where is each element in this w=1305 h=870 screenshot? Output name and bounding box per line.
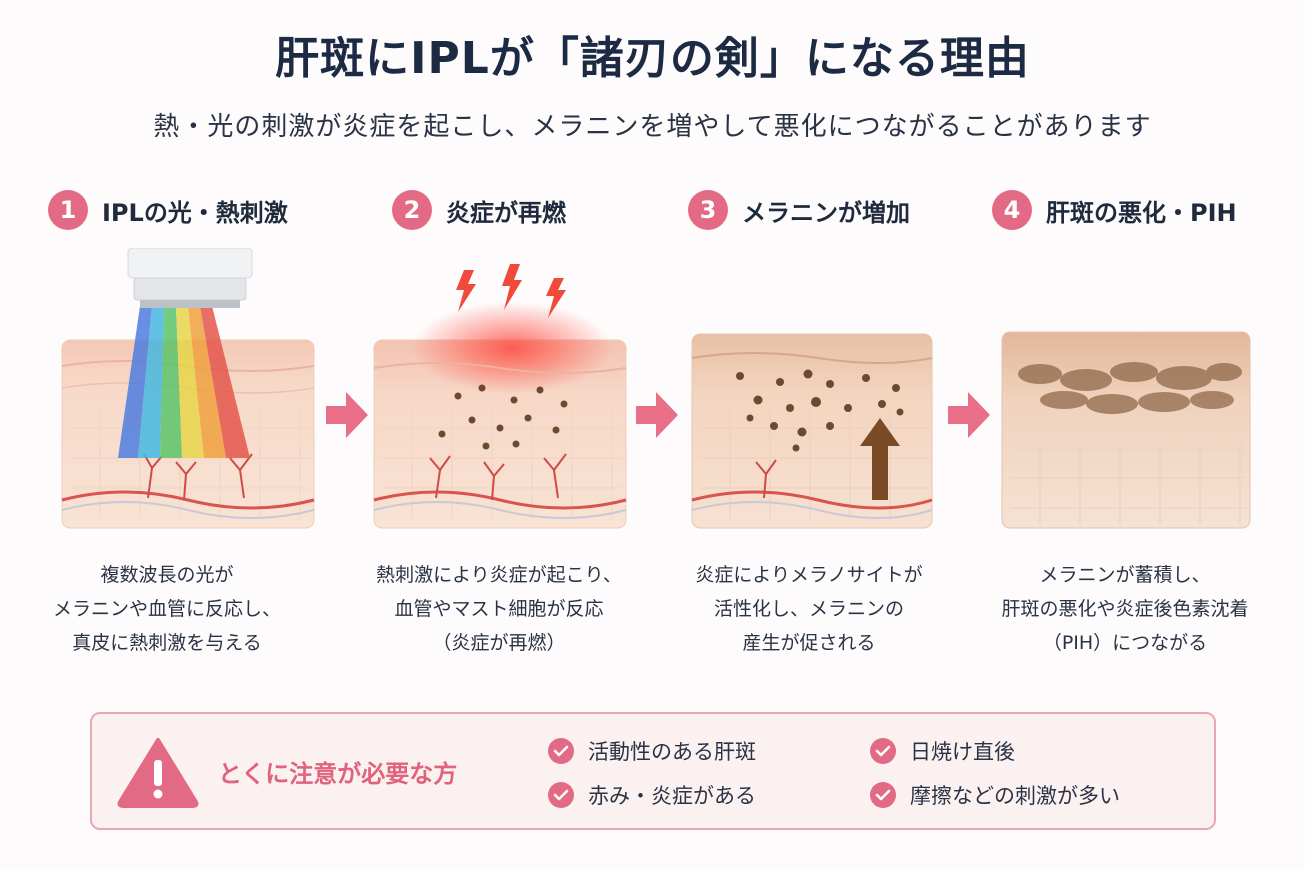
step-1-number: 1 xyxy=(48,190,88,230)
caution-label: とくに注意が必要な方 xyxy=(218,760,458,788)
skin-panel-ipl xyxy=(60,248,316,538)
check-icon xyxy=(548,782,574,808)
ipl-device-icon xyxy=(127,248,253,308)
step-1-description: 複数波長の光が メラニンや血管に反応し、 真皮に熱刺激を与える xyxy=(52,564,281,654)
page-title: 肝斑にIPLが「諸刃の剣」になる理由 xyxy=(275,33,1030,84)
check-icon xyxy=(870,782,896,808)
warning-icon xyxy=(116,736,200,812)
caution-box: とくに注意が必要な方 活動性のある肝斑 日焼け直後 赤み・炎症がある 摩擦などの… xyxy=(90,712,1216,830)
step-1-heading: 1 IPLの光・熱刺激 xyxy=(48,188,288,232)
skin-panel-melanin xyxy=(690,248,946,538)
step-4-heading: 4 肝斑の悪化・PIH xyxy=(992,188,1237,232)
ipl-light-beam xyxy=(118,306,250,458)
step-3-heading: 3 メラニンが増加 xyxy=(688,188,910,232)
step-4-description: メラニンが蓄積し、 肝斑の悪化や炎症後色素沈着 （PIH）につながる xyxy=(1001,564,1249,654)
caution-item: 日焼け直後 xyxy=(870,736,1015,766)
step-2-number: 2 xyxy=(392,190,432,230)
caution-item: 赤み・炎症がある xyxy=(548,780,756,810)
step-3-number: 3 xyxy=(688,190,728,230)
step-2-heading: 2 炎症が再燃 xyxy=(392,188,566,232)
step-4-number: 4 xyxy=(992,190,1032,230)
arrow-right-icon xyxy=(326,392,368,438)
check-icon xyxy=(870,738,896,764)
arrow-up-icon xyxy=(860,418,900,500)
check-icon xyxy=(548,738,574,764)
arrow-right-icon xyxy=(948,392,990,438)
step-3-label: メラニンが増加 xyxy=(742,198,910,227)
lightning-icon xyxy=(456,264,566,318)
page-subtitle: 熱・光の刺激が炎症を起こし、メラニンを増やして悪化につながることがあります xyxy=(153,112,1152,142)
step-1-label: IPLの光・熱刺激 xyxy=(102,198,288,227)
step-3-description: 炎症によりメラノサイトが 活性化し、メラニンの 産生が促される xyxy=(695,564,923,654)
step-2-description: 熱刺激により炎症が起こり、 血管やマスト細胞が反応 （炎症が再燃） xyxy=(376,564,622,654)
step-2-label: 炎症が再燃 xyxy=(446,198,566,227)
skin-panel-inflammation xyxy=(372,248,628,538)
step-4-label: 肝斑の悪化・PIH xyxy=(1046,198,1237,227)
skin-panel-pih xyxy=(1000,248,1256,538)
caution-item: 摩擦などの刺激が多い xyxy=(870,780,1120,810)
arrow-right-icon xyxy=(636,392,678,438)
caution-item: 活動性のある肝斑 xyxy=(548,736,756,766)
